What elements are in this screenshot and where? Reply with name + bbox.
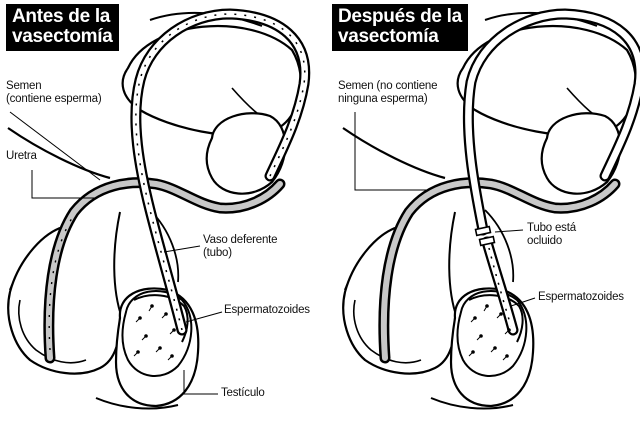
before-semen-line1: Semen [6,80,42,92]
after-sperm-label: Espermatozoides [538,291,624,303]
before-vas-label: Vaso deferente(tubo) [203,234,278,260]
after-tube-line1: Tubo está [527,222,576,234]
after-illustration [343,13,640,409]
after-tube-line2: ocluido [527,235,563,247]
before-testicle-label: Testículo [221,387,265,399]
before-sperm-label: Espermatozoides [224,304,310,316]
after-semen-line2: ninguna esperma) [338,93,428,105]
before-vas-line2: (tubo) [203,247,232,259]
before-illustration [8,13,311,409]
after-title-line1: Después de la [338,6,462,27]
after-semen-line1: Semen (no contiene [338,80,438,92]
before-urethra-label: Uretra [6,150,37,162]
before-semen-line2: (contiene esperma) [6,93,102,105]
before-title-line2: vasectomía [12,26,113,47]
before-vas-line1: Vaso deferente [203,234,278,246]
before-semen-label: Semen(contiene esperma) [6,80,102,106]
after-title-line2: vasectomía [338,26,439,47]
before-title-line1: Antes de la [12,6,111,27]
